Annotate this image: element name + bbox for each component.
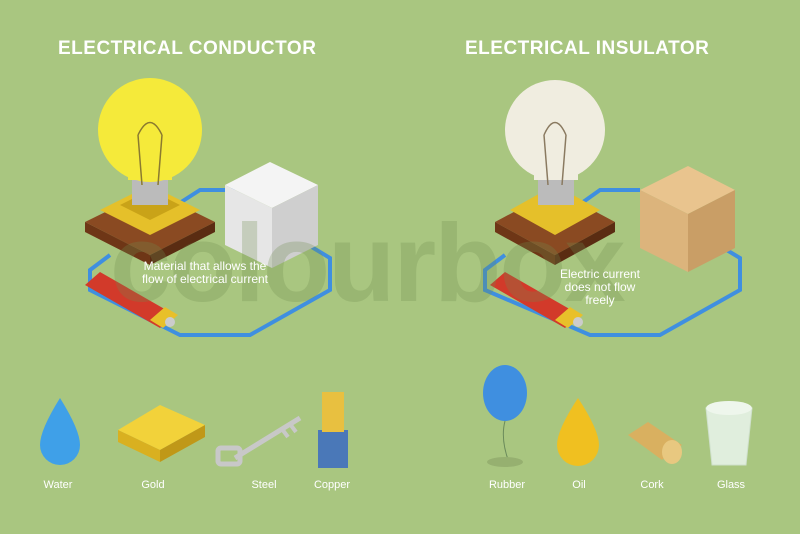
- cork-icon: [628, 422, 682, 464]
- insulator-description: Electric current does not flow freely: [559, 267, 641, 307]
- insulator-title: ELECTRICAL INSULATOR: [465, 38, 710, 59]
- conductor-cube: [225, 162, 318, 268]
- gold-bar-icon: [118, 405, 205, 462]
- example-label-glass: Glass: [716, 479, 746, 491]
- oil-drop-icon: [557, 398, 599, 466]
- steel-key-icon: [215, 415, 302, 467]
- water-drop-icon: [40, 398, 80, 465]
- conductor-battery-icon: [85, 272, 178, 328]
- example-label-steel: Steel: [251, 479, 277, 491]
- example-label-gold: Gold: [141, 479, 165, 491]
- example-label-copper: Copper: [313, 479, 351, 491]
- conductor-description: Material that allows the flow of electri…: [141, 259, 269, 286]
- example-label-cork: Cork: [640, 479, 664, 491]
- insulator-battery-icon: [490, 272, 583, 328]
- insulator-bulb-base: [495, 185, 615, 265]
- example-label-oil: Oil: [572, 479, 586, 491]
- insulator-bulb-icon: [505, 80, 605, 205]
- conductor-title: ELECTRICAL CONDUCTOR: [58, 38, 317, 59]
- copper-icon: [318, 392, 348, 468]
- conductor-bulb-icon: [98, 78, 202, 205]
- conductor-bulb-base: [85, 185, 215, 265]
- example-label-rubber: Rubber: [488, 479, 526, 491]
- example-label-water: Water: [43, 479, 73, 491]
- insulator-cube: [640, 166, 735, 272]
- glass-icon: [705, 401, 753, 466]
- rubber-balloon-icon: [483, 365, 527, 467]
